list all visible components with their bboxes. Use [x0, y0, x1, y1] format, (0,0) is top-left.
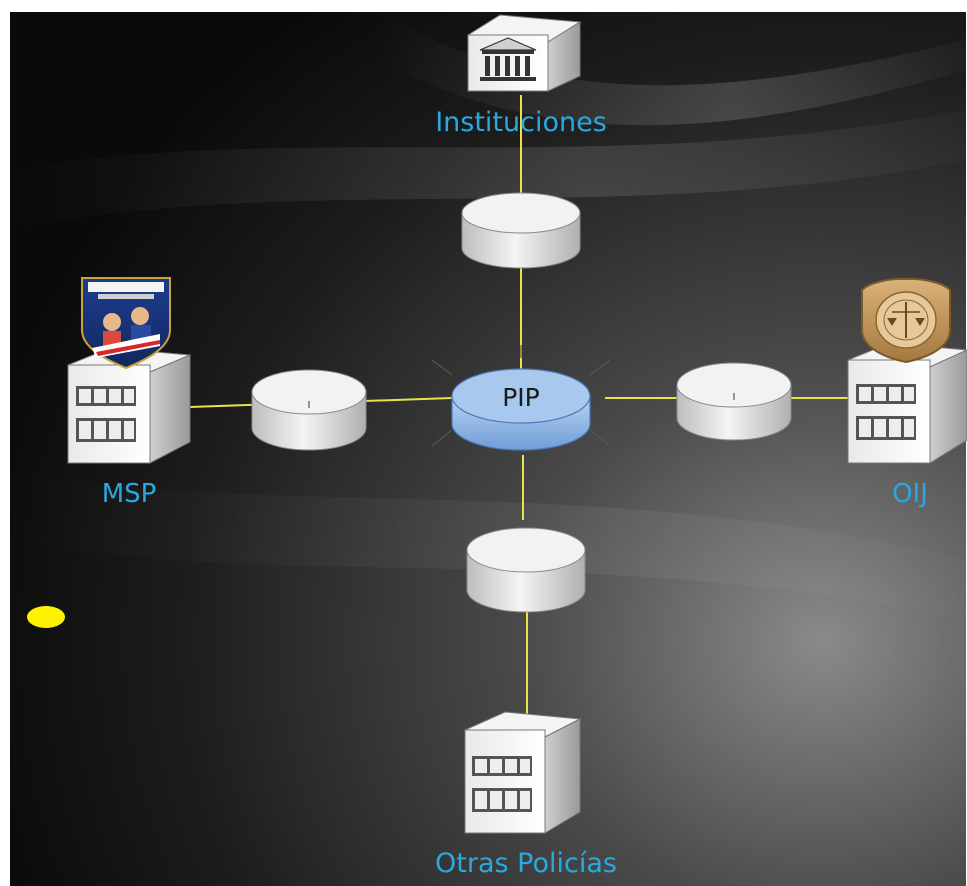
office-building-icon — [463, 711, 582, 834]
node-label-msp: MSP — [102, 479, 157, 509]
hub-rays — [431, 345, 611, 447]
yellow-dot-marker — [27, 606, 65, 628]
database-cylinder-icon — [461, 192, 581, 269]
fuerza-publica-badge-icon — [81, 277, 171, 370]
hub-disk-icon — [451, 368, 591, 451]
database-cylinder-icon — [676, 362, 792, 441]
node-label-otras-policias: Otras Policías — [435, 848, 617, 879]
oij-shield-badge-icon — [861, 277, 951, 364]
database-cylinder-icon — [466, 527, 586, 613]
institution-building-icon — [466, 14, 582, 92]
database-cylinder-icon — [251, 369, 367, 451]
node-label-oij: OIJ — [892, 479, 928, 509]
node-label-instituciones: Instituciones — [435, 107, 607, 138]
hub-label: PIP — [502, 383, 540, 412]
